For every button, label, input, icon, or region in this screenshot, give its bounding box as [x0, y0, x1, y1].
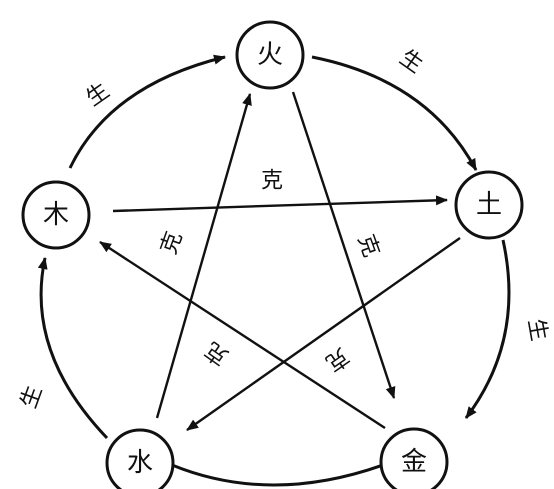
label-generate-fire-earth: 生	[395, 45, 427, 78]
label-restrain-wood-earth: 克	[261, 169, 283, 194]
star-earth-to-water	[186, 237, 461, 431]
arc-earth-to-metal	[464, 239, 511, 419]
star-metal-to-wood	[99, 240, 386, 430]
node-fire: 火	[235, 20, 305, 90]
node-earth: 土	[454, 170, 524, 240]
star-water-to-fire	[155, 93, 252, 419]
label-restrain-metal-wood: 克	[321, 342, 353, 375]
node-wood-label: 木	[43, 200, 69, 230]
node-water-label: 水	[127, 448, 153, 478]
arc-water-to-wood	[37, 257, 109, 440]
node-metal: 金	[379, 427, 449, 489]
node-earth-label: 土	[476, 190, 502, 220]
label-restrain-fire-metal: 克	[352, 231, 383, 260]
node-fire-label: 火	[257, 40, 283, 70]
star-fire-to-metal	[291, 91, 396, 399]
node-wood: 木	[21, 180, 91, 250]
label-generate-water-wood: 生	[16, 382, 47, 411]
arc-metal-to-water	[171, 463, 384, 487]
node-water: 水	[105, 428, 175, 489]
star-wood-to-earth	[112, 195, 448, 213]
arc-wood-to-fire	[68, 54, 226, 169]
label-generate-earth-metal: 生	[523, 317, 551, 343]
label-restrain-earth-water: 克	[201, 336, 233, 369]
node-metal-label: 金	[401, 447, 427, 477]
label-restrain-water-fire: 克	[156, 228, 187, 257]
label-generate-wood-fire: 生	[82, 78, 114, 111]
arc-fire-to-earth	[311, 55, 478, 171]
